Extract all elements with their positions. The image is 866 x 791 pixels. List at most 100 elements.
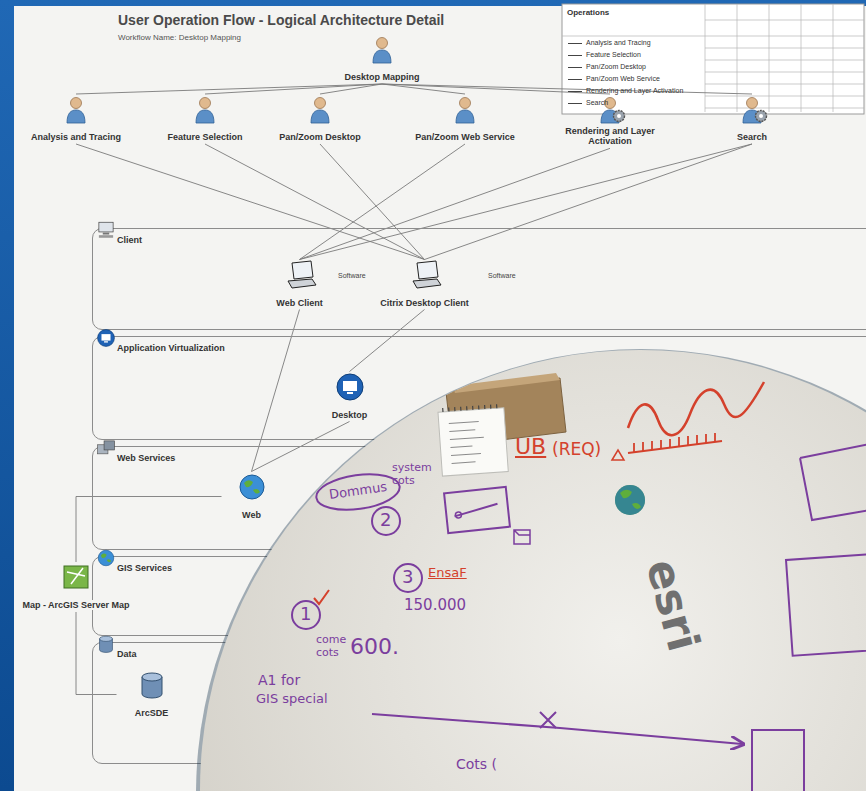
handwritten-number: 1 — [300, 604, 311, 625]
globe-icon — [235, 472, 269, 502]
handwritten-note: come — [316, 634, 346, 647]
node-label: Web Client — [274, 298, 324, 308]
pc-icon — [95, 220, 117, 240]
legend-text: Pan/Zoom Web Service — [586, 75, 660, 82]
legend-item: Analysis and Tracing — [568, 38, 651, 48]
node-label: Desktop — [330, 410, 370, 420]
legend-text: Feature Selection — [586, 51, 641, 58]
legend-line — [568, 103, 582, 104]
software-note: Software — [488, 272, 516, 280]
legend-text: Search — [586, 99, 608, 106]
connector — [76, 497, 222, 563]
connector — [300, 144, 753, 260]
handwritten-note: EnsaF — [428, 566, 467, 581]
db-icon — [135, 670, 169, 700]
node-label: Web — [240, 510, 263, 520]
component-node: Pan/Zoom Desktop — [268, 94, 373, 144]
legend-item: Search — [568, 98, 608, 108]
node-label: Pan/Zoom Desktop — [277, 132, 363, 142]
handwritten-number: 2 — [380, 510, 391, 531]
software-note: Software — [338, 272, 366, 280]
legend-item: Pan/Zoom Desktop — [568, 62, 646, 72]
handwritten-note: A1 for — [258, 672, 300, 688]
connector — [76, 144, 425, 260]
legend-text: Rendering and Layer Activation — [586, 87, 683, 94]
desktop-icon — [333, 372, 367, 402]
connector — [350, 310, 425, 372]
node-label: Rendering and Layer Activation — [555, 126, 665, 147]
legend-item: Feature Selection — [568, 50, 641, 60]
person-icon — [303, 94, 337, 124]
node-label: Desktop Mapping — [342, 72, 421, 82]
component-node: Map - ArcGIS Server Map — [20, 562, 132, 612]
legend-text: Pan/Zoom Desktop — [586, 63, 646, 70]
table-header: Operations — [567, 8, 609, 17]
handwritten-number: 600. — [350, 634, 399, 659]
component-node: Feature Selection — [150, 94, 260, 144]
node-label: Map - ArcGIS Server Map — [20, 600, 131, 610]
handwritten-note: Cots ( — [456, 756, 497, 772]
node-label: Citrix Desktop Client — [378, 298, 471, 308]
handwritten-note: (REQ) — [552, 440, 601, 460]
connector — [205, 144, 425, 260]
component-node: ArcSDE — [117, 670, 187, 720]
legend-line — [568, 67, 582, 68]
gear-icon — [593, 94, 627, 124]
connector — [300, 144, 466, 260]
handwritten-note: UB — [515, 434, 546, 459]
tier-label: Application Virtualization — [115, 343, 227, 353]
legend-line — [568, 43, 582, 44]
component-node: Search — [712, 94, 792, 144]
connector — [205, 84, 382, 94]
connector — [300, 148, 611, 259]
handwritten-note: GIS special — [256, 692, 328, 707]
person-icon — [365, 34, 399, 64]
handwritten-number: 150.000 — [404, 597, 466, 614]
component-node: Desktop Mapping — [327, 34, 437, 84]
subtitle: Workflow Name: Desktop Mapping — [118, 33, 241, 42]
person-icon — [188, 94, 222, 124]
web-icon — [95, 438, 117, 458]
handwritten-number: 3 — [402, 567, 413, 588]
legend-line — [568, 55, 582, 56]
tier-label: Web Services — [115, 453, 177, 463]
diagram-title: User Operation Flow - Logical Architectu… — [118, 12, 444, 28]
db-icon — [95, 634, 117, 654]
legend-text: Analysis and Tracing — [586, 39, 651, 46]
laptop-icon — [283, 260, 317, 290]
node-label: Feature Selection — [165, 132, 244, 142]
person-icon — [59, 94, 93, 124]
map-icon — [59, 562, 93, 592]
tier-label: Data — [115, 649, 139, 659]
node-label: Search — [735, 132, 769, 142]
gear-icon — [735, 94, 769, 124]
connector — [382, 84, 752, 94]
legend-item: Rendering and Layer Activation — [568, 86, 683, 96]
component-node: Citrix Desktop Client — [365, 260, 485, 310]
laptop-icon — [408, 260, 442, 290]
node-label: Analysis and Tracing — [29, 132, 123, 142]
component-node: Web — [222, 472, 282, 522]
component-node: Analysis and Tracing — [16, 94, 136, 144]
connector — [76, 612, 117, 695]
connector — [252, 310, 300, 472]
connector — [320, 144, 425, 260]
connector — [425, 144, 753, 260]
component-node: Web Client — [265, 260, 335, 310]
person-icon — [448, 94, 482, 124]
virt-icon — [95, 328, 117, 348]
node-label: Pan/Zoom Web Service — [413, 132, 516, 142]
globe-icon — [95, 548, 117, 568]
handwritten-note: cots — [316, 647, 339, 660]
handwritten-note: system cots — [392, 462, 436, 487]
tier-label: Client — [115, 235, 144, 245]
component-node: Pan/Zoom Web Service — [403, 94, 528, 144]
connector — [320, 84, 382, 94]
legend-item: Pan/Zoom Web Service — [568, 74, 660, 84]
tier-band: ClientWeb Client Citrix Desktop Client — [92, 228, 866, 330]
connector — [76, 84, 382, 94]
component-node: Desktop — [315, 372, 385, 422]
tier-label: GIS Services — [115, 563, 174, 573]
legend-line — [568, 91, 582, 92]
